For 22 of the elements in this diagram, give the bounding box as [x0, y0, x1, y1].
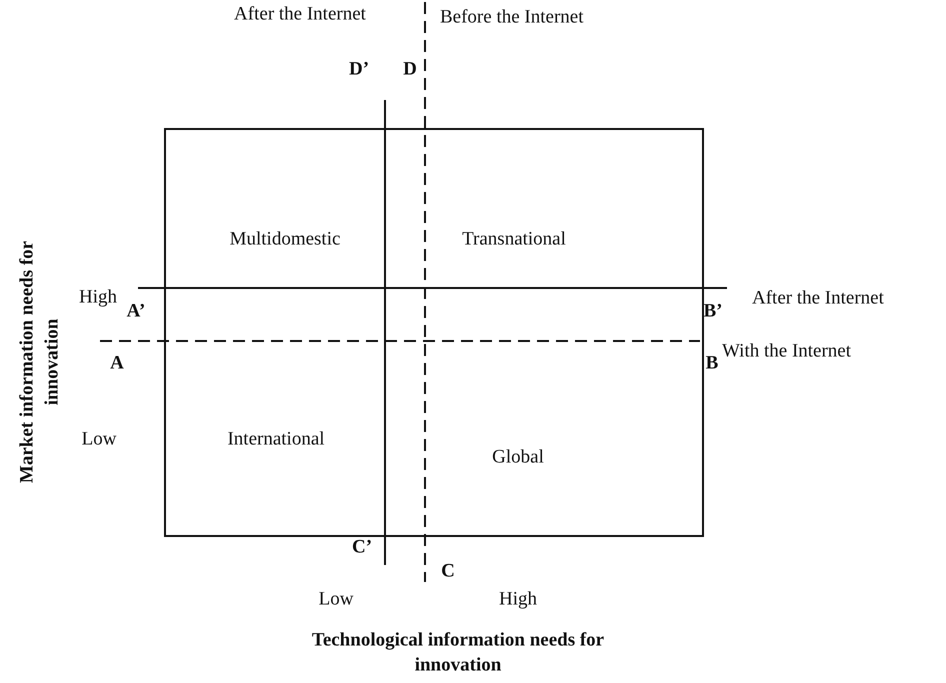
quadrant-label: Multidomestic — [230, 228, 340, 252]
line-end-letter: B — [706, 352, 718, 376]
axis-title: Market information needs for innovation — [15, 240, 63, 486]
line-caption: After the Internet — [234, 2, 366, 27]
line-end-letter: D — [403, 58, 417, 82]
line-caption: Before the Internet — [440, 6, 584, 30]
axis-title: Technological information needs for innovation — [310, 628, 606, 677]
line-end-letter: D’ — [348, 58, 370, 82]
level-label: Low — [318, 588, 354, 612]
line-end-letter: C — [441, 560, 455, 584]
level-label: High — [499, 588, 537, 612]
level-label: High — [79, 286, 117, 310]
quadrant-label: International — [227, 428, 325, 452]
line-end-letter: A’ — [126, 300, 146, 324]
line-end-letter: C’ — [352, 536, 372, 560]
quadrant-label: Transnational — [462, 228, 566, 252]
quadrant-label: Global — [492, 446, 544, 470]
line-caption: After the Internet — [752, 286, 884, 311]
line-end-letter: A — [110, 352, 124, 376]
level-label: Low — [82, 428, 116, 452]
line-caption: With the Internet — [722, 340, 852, 364]
line-end-letter: B’ — [704, 300, 722, 324]
